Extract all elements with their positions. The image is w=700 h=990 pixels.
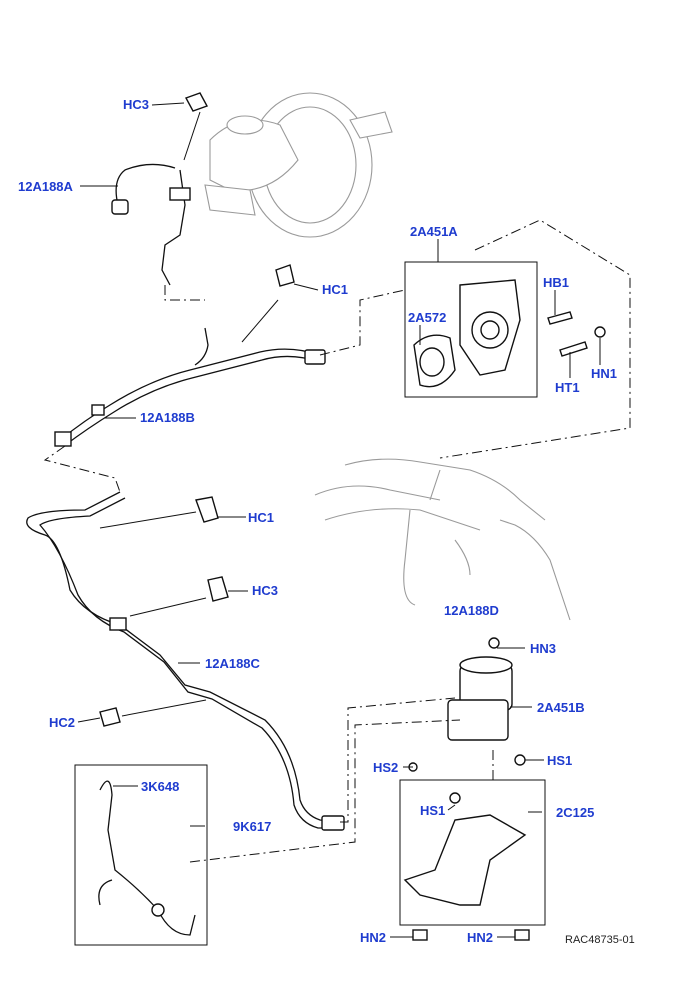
label-3k648: 3K648	[141, 779, 180, 794]
label-12a188b: 12A188B	[140, 410, 195, 425]
brake-booster-ghost	[204, 92, 393, 238]
clips	[99, 92, 295, 727]
connection-lines	[43, 219, 631, 863]
label-9k617: 9K617	[233, 819, 272, 834]
label-hs2: HS2	[373, 760, 399, 775]
hose-9k617	[74, 764, 208, 946]
vacuum-pump-2a451b	[447, 656, 513, 741]
label-hc2: HC2	[49, 715, 76, 730]
label-hb1: HB1	[543, 275, 570, 290]
label-hc3-mid: HC3	[252, 583, 279, 598]
label-12a188d: 12A188D	[444, 603, 499, 618]
label-hs1-right: HS1	[547, 753, 573, 768]
fasteners	[408, 311, 606, 941]
label-hs1-mid: HS1	[420, 803, 446, 818]
label-ht1: HT1	[555, 380, 580, 395]
label-hn2-right: HN2	[467, 930, 494, 945]
label-hn1: HN1	[591, 366, 618, 381]
label-2a572: 2A572	[408, 310, 447, 325]
reference-code: RAC48735-01	[565, 934, 635, 946]
label-2a451a: 2A451A	[410, 224, 458, 239]
bracket-2c125	[399, 779, 546, 926]
label-hn2-left: HN2	[360, 930, 387, 945]
hose-12a188a	[111, 163, 191, 286]
vacuum-pump-2a451a	[404, 261, 538, 398]
hose-12a188b	[54, 327, 326, 447]
label-hc1-mid: HC1	[248, 510, 275, 525]
label-2a451b: 2A451B	[537, 700, 585, 715]
label-12a188a: 12A188A	[18, 179, 73, 194]
label-hc1-top: HC1	[322, 282, 349, 297]
label-12a188c: 12A188C	[205, 656, 260, 671]
label-hn3: HN3	[530, 641, 557, 656]
hose-12a188c	[26, 491, 345, 831]
label-hc3-top: HC3	[123, 97, 150, 112]
engine-pipework-ghost	[314, 458, 571, 621]
label-2c125: 2C125	[556, 805, 595, 820]
leader-lines	[77, 102, 601, 938]
